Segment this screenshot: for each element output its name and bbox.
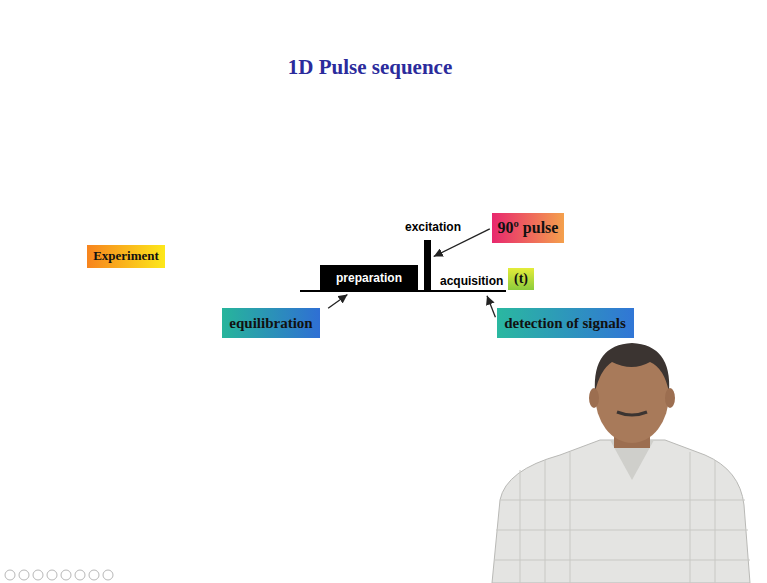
callout-box: detection of signals	[497, 308, 634, 338]
callout-box: equilibration	[222, 308, 320, 338]
preparation-block: preparation	[320, 265, 418, 291]
acquisition-period: acquisition	[437, 274, 506, 292]
time-box: (t)	[508, 268, 534, 290]
pointer-arrow	[487, 296, 495, 317]
nav-icons	[5, 570, 113, 580]
node-label: excitation	[405, 220, 461, 234]
node-label: Experiment	[93, 248, 159, 264]
slide-title: 1D Pulse sequence	[0, 55, 740, 80]
node-label: 90º pulse	[498, 219, 559, 237]
pulse-bar: excitation	[424, 240, 431, 291]
node-label: (t)	[514, 271, 528, 287]
node-label: preparation	[336, 271, 402, 285]
lecturer-figure	[492, 343, 750, 583]
callout-box: Experiment	[87, 245, 165, 268]
node-label: equilibration	[229, 315, 312, 332]
pointer-arrow	[328, 294, 347, 308]
callout-box: 90º pulse	[492, 213, 565, 243]
node-label: detection of signals	[504, 315, 626, 332]
node-label: acquisition	[440, 274, 503, 288]
